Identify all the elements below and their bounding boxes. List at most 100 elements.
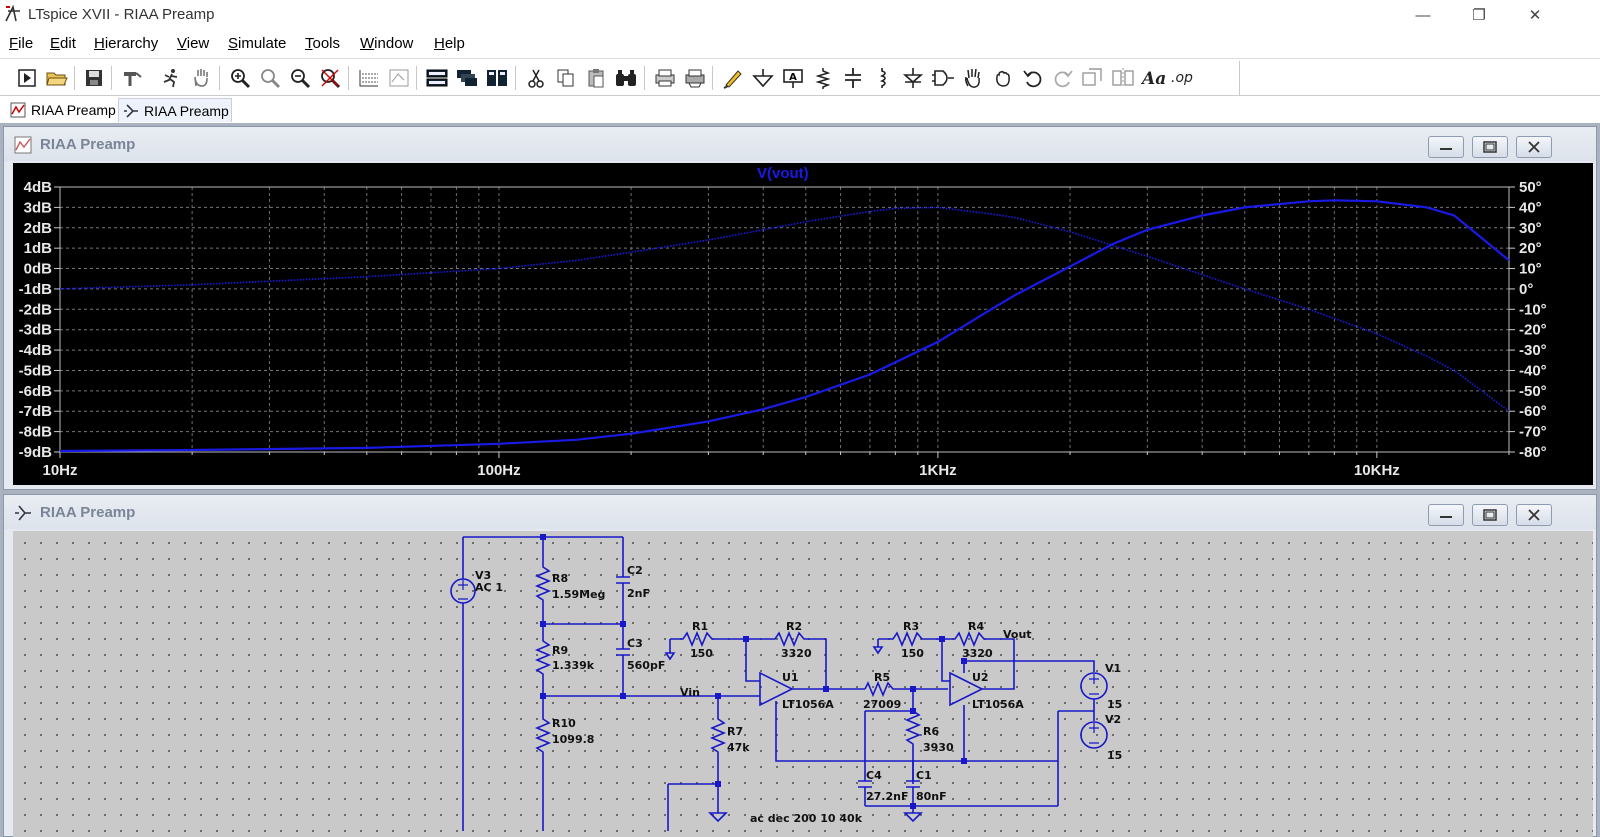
minimize-button[interactable]: —	[1400, 0, 1446, 30]
component-label[interactable]: R5	[874, 671, 891, 684]
drag-button[interactable]	[990, 65, 1016, 91]
waveform-window-titlebar[interactable]: RIAA Preamp	[4, 127, 1596, 161]
component-label[interactable]: V2	[1105, 713, 1122, 726]
menu-help[interactable]: Help	[434, 35, 465, 52]
ground-button[interactable]	[750, 65, 776, 91]
run-button[interactable]	[158, 65, 184, 91]
open-button[interactable]	[44, 65, 70, 91]
component-label[interactable]: 150	[901, 647, 924, 660]
component-label[interactable]: 47k	[727, 741, 750, 754]
new-schematic-button[interactable]	[14, 65, 40, 91]
cut-button[interactable]	[523, 65, 549, 91]
spice-directive-button[interactable]: .op	[1170, 65, 1196, 91]
find-button[interactable]	[613, 65, 639, 91]
menu-simulate[interactable]: Simulate	[228, 35, 287, 52]
component-label[interactable]: AC 1	[475, 581, 504, 594]
component-label[interactable]: 3320	[962, 647, 993, 660]
zoom-fit-button[interactable]	[317, 65, 343, 91]
print-button[interactable]	[652, 65, 678, 91]
component-label[interactable]: 15	[1107, 698, 1123, 711]
plot-settings-button[interactable]	[386, 65, 412, 91]
menu-hierarchy[interactable]: Hierarchy	[94, 35, 159, 52]
component-label[interactable]: 3930	[923, 741, 954, 754]
capacitor-button[interactable]	[840, 65, 866, 91]
component-label[interactable]: R6	[923, 725, 940, 738]
menu-tools[interactable]: Tools	[305, 35, 341, 52]
control-panel-button[interactable]	[119, 65, 145, 91]
component-label[interactable]: U2	[972, 671, 989, 684]
component-label[interactable]: C2	[627, 564, 643, 577]
draw-wire-button[interactable]	[720, 65, 746, 91]
component-label[interactable]: LT1056A	[972, 698, 1024, 711]
component-label[interactable]: R8	[552, 572, 569, 585]
component-label[interactable]: C1	[916, 769, 932, 782]
component-label[interactable]: R2	[786, 620, 803, 633]
waveform-maximize-button[interactable]	[1472, 136, 1508, 158]
schematic-minimize-button[interactable]	[1428, 504, 1464, 526]
component-label[interactable]: R3	[903, 620, 920, 633]
zoom-pan-button[interactable]	[257, 65, 283, 91]
component-label[interactable]: 2nF	[627, 587, 650, 600]
label-net-button[interactable]: A	[780, 65, 806, 91]
component-button[interactable]	[930, 65, 956, 91]
component-label[interactable]: Vin	[680, 686, 700, 699]
component-label[interactable]: Vout	[1003, 628, 1032, 641]
menu-window[interactable]: Window	[360, 35, 414, 52]
cascade-button[interactable]	[454, 65, 480, 91]
zoom-out-button[interactable]	[287, 65, 313, 91]
component-label[interactable]: R4	[968, 620, 985, 633]
mirror-button[interactable]	[1110, 65, 1136, 91]
menu-view[interactable]: View	[177, 35, 210, 52]
zoom-in-button[interactable]	[227, 65, 253, 91]
schematic-maximize-button[interactable]	[1472, 504, 1508, 526]
component-label[interactable]: 1.339k	[552, 659, 595, 672]
menu-edit[interactable]: Edit	[50, 35, 76, 52]
autorange-button[interactable]	[356, 65, 382, 91]
inductor-button[interactable]	[870, 65, 896, 91]
schematic-window-titlebar[interactable]: RIAA Preamp	[4, 495, 1596, 529]
component-label[interactable]: R7	[727, 725, 744, 738]
print-preview-button[interactable]	[682, 65, 708, 91]
component-label[interactable]: 15	[1107, 749, 1123, 762]
component-label[interactable]: V1	[1105, 662, 1122, 675]
component-label[interactable]: R10	[552, 717, 576, 730]
tile-horizontal-button[interactable]	[424, 65, 450, 91]
waveform-close-button[interactable]	[1516, 136, 1552, 158]
rotate-button[interactable]	[1080, 65, 1106, 91]
component-label[interactable]: R9	[552, 644, 569, 657]
redo-button[interactable]	[1050, 65, 1076, 91]
tab-schematic[interactable]: RIAA Preamp	[118, 98, 232, 122]
halt-button[interactable]	[188, 65, 214, 91]
component-label[interactable]: 80nF	[916, 790, 947, 803]
component-label[interactable]: ac dec 200 10 40k	[750, 812, 863, 825]
component-label[interactable]: C3	[627, 637, 643, 650]
restore-button[interactable]: ❐	[1456, 0, 1502, 30]
paste-button[interactable]	[583, 65, 609, 91]
component-label[interactable]: R1	[692, 620, 709, 633]
component-label[interactable]: 560pF	[627, 659, 666, 672]
close-button[interactable]: ✕	[1512, 0, 1558, 30]
schematic-drawing[interactable]	[13, 531, 1593, 837]
plot-trace-title[interactable]: V(vout)	[757, 165, 809, 182]
undo-button[interactable]	[1020, 65, 1046, 91]
save-button[interactable]	[81, 65, 107, 91]
menu-file[interactable]: File	[9, 35, 34, 52]
tile-vertical-button[interactable]	[484, 65, 510, 91]
diode-button[interactable]	[900, 65, 926, 91]
move-button[interactable]	[960, 65, 986, 91]
component-label[interactable]: C4	[866, 769, 882, 782]
component-label[interactable]: 150	[690, 647, 713, 660]
component-label[interactable]: V3	[475, 569, 492, 582]
copy-button[interactable]	[553, 65, 579, 91]
component-label[interactable]: 1099.8	[552, 733, 595, 746]
text-button[interactable]: Aa	[1140, 65, 1166, 91]
component-label[interactable]: 27009	[863, 698, 902, 711]
schematic-close-button[interactable]	[1516, 504, 1552, 526]
component-label[interactable]: LT1056A	[782, 698, 834, 711]
component-label[interactable]: U1	[782, 671, 799, 684]
resistor-button[interactable]	[810, 65, 836, 91]
component-label[interactable]: 27.2nF	[866, 790, 909, 803]
